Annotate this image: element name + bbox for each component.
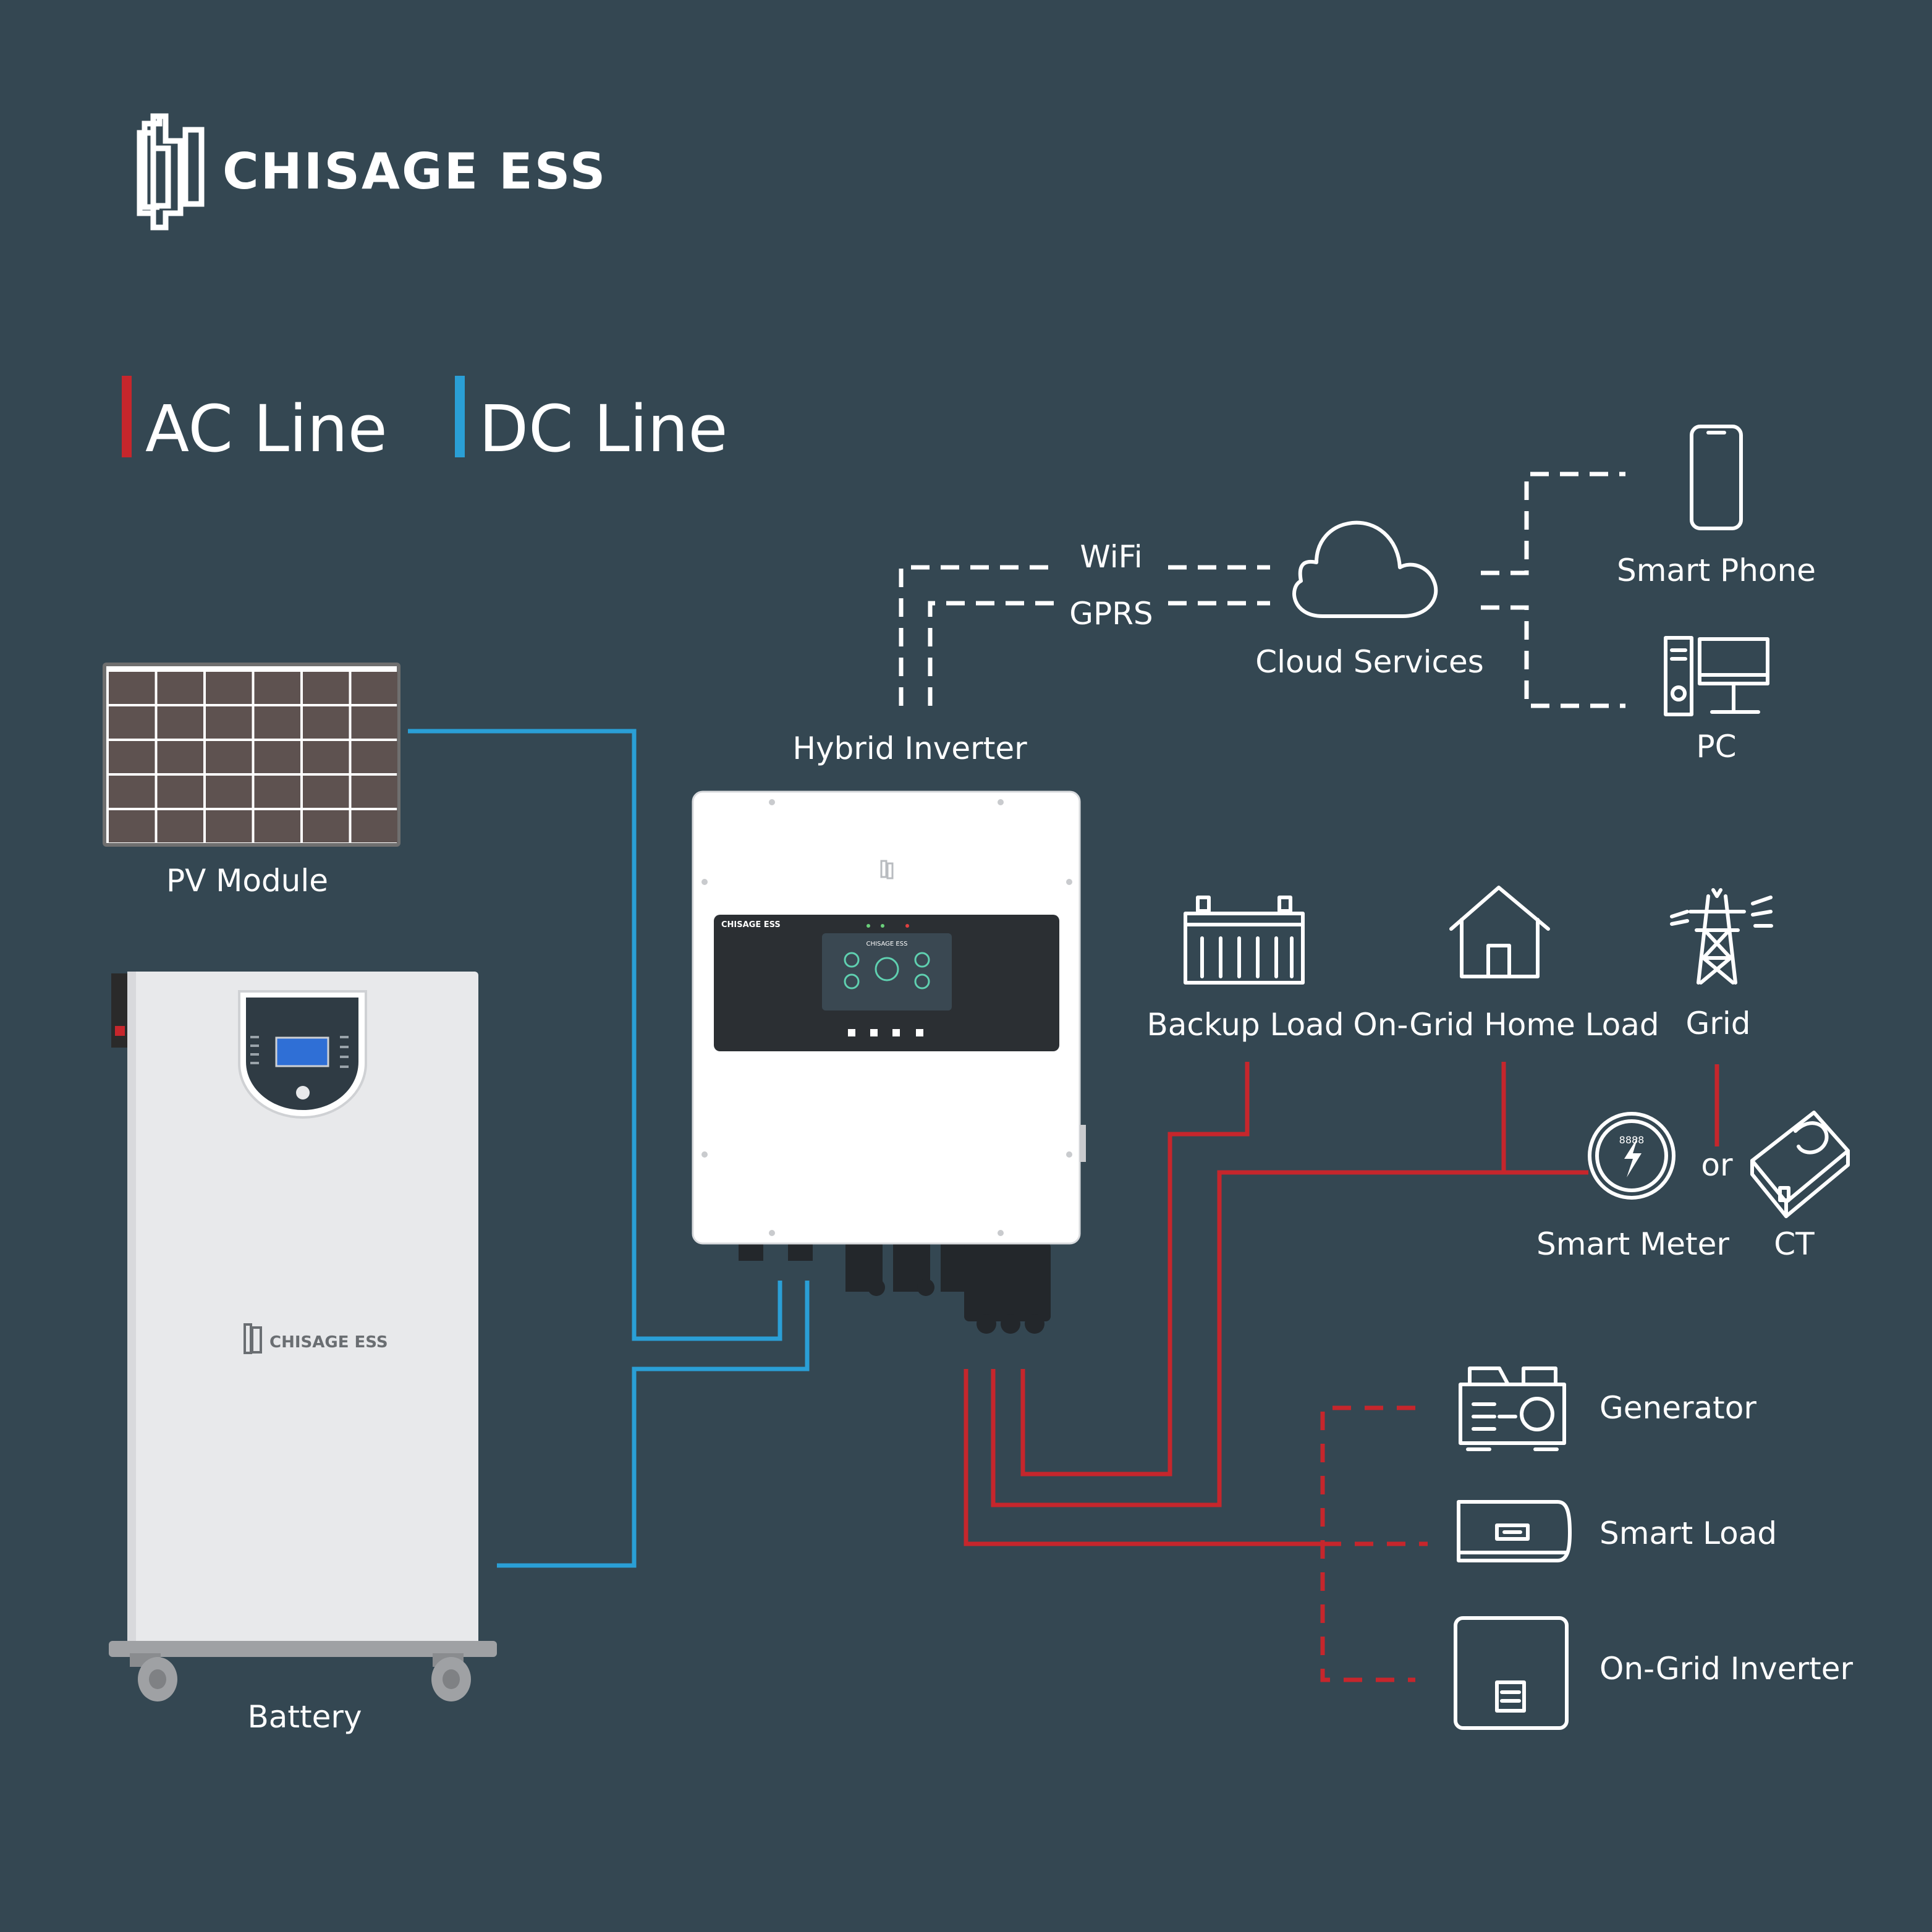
backup-load-label: Backup Load bbox=[1146, 1007, 1344, 1043]
home-icon bbox=[1449, 886, 1550, 978]
pv-cell bbox=[109, 672, 155, 704]
pv-cell bbox=[109, 776, 155, 808]
generator-label: Generator bbox=[1599, 1390, 1756, 1426]
pv-cell bbox=[157, 741, 203, 773]
pv-module-label: PV Module bbox=[166, 863, 328, 899]
legend: AC Line DC Line bbox=[122, 376, 728, 467]
smart-meter-digits: 8888 bbox=[1619, 1134, 1645, 1146]
pv-cell bbox=[157, 776, 203, 808]
inverter-brand: CHISAGE ESS bbox=[721, 920, 781, 930]
pv-cell bbox=[157, 672, 203, 704]
pv-cell bbox=[109, 741, 155, 773]
ct-label: CT bbox=[1774, 1226, 1815, 1262]
grid-label: Grid bbox=[1686, 1006, 1751, 1041]
on-grid-home-load-label: On-Grid Home Load bbox=[1353, 1007, 1659, 1043]
inverter-screen-title: CHISAGE ESS bbox=[866, 941, 908, 947]
pv-cell bbox=[109, 810, 155, 842]
legend-ac-label: AC Line bbox=[145, 391, 388, 467]
battery-power-button bbox=[296, 1086, 310, 1099]
pc-label: PC bbox=[1696, 729, 1736, 765]
smart-meter-icon: 8888 bbox=[1588, 1112, 1676, 1200]
dc-lines bbox=[408, 729, 810, 1568]
hybrid-inverter-device: CHISAGE ESS CHISAGE ESS bbox=[692, 790, 1086, 1334]
ct-icon bbox=[1750, 1111, 1850, 1218]
dc-battery-to-inverter bbox=[497, 1281, 810, 1568]
pv-cell bbox=[157, 810, 203, 842]
wifi-label: WiFi bbox=[1080, 539, 1142, 575]
pv-cell bbox=[351, 776, 397, 808]
battery-device: CHISAGE ESS bbox=[109, 972, 497, 1701]
battery-wheel-left bbox=[130, 1653, 177, 1701]
on-grid-inverter-icon bbox=[1454, 1616, 1569, 1730]
cloud-services-label: Cloud Services bbox=[1255, 644, 1484, 680]
legend-dc-label: DC Line bbox=[479, 391, 728, 467]
smart-load-label: Smart Load bbox=[1599, 1515, 1777, 1551]
legend-dc-swatch bbox=[455, 376, 465, 457]
pv-cell bbox=[206, 776, 252, 808]
pv-cell bbox=[351, 741, 397, 773]
pv-cell bbox=[109, 706, 155, 739]
pv-cell bbox=[254, 741, 300, 773]
battery-brand-logo: CHISAGE ESS bbox=[244, 1323, 388, 1354]
pv-cell bbox=[254, 776, 300, 808]
ac-gen-line bbox=[964, 1369, 1323, 1546]
hybrid-inverter-label: Hybrid Inverter bbox=[792, 731, 1027, 766]
pc-icon bbox=[1664, 636, 1769, 716]
pv-cell bbox=[303, 672, 349, 704]
cloud-to-phone-link bbox=[1481, 472, 1625, 575]
smart-load-icon bbox=[1457, 1500, 1572, 1562]
gprs-label: GPRS bbox=[1069, 596, 1153, 632]
communication-links bbox=[899, 472, 1625, 708]
legend-ac-swatch bbox=[122, 376, 132, 457]
pv-module-icon bbox=[103, 663, 400, 847]
smart-phone-icon bbox=[1690, 425, 1743, 530]
grid-tower-icon bbox=[1670, 888, 1773, 985]
pv-cell bbox=[303, 741, 349, 773]
gprs-link bbox=[928, 601, 1054, 706]
cloud-to-pc-link bbox=[1481, 605, 1625, 708]
pv-cell bbox=[254, 672, 300, 704]
pv-cell bbox=[206, 706, 252, 739]
pv-cell bbox=[206, 810, 252, 842]
battery-brand: CHISAGE ESS bbox=[269, 1333, 388, 1352]
brand-logo: CHISAGE ESS bbox=[137, 113, 607, 231]
pv-cell bbox=[157, 706, 203, 739]
battery-wheel-right bbox=[431, 1653, 471, 1701]
pv-cell bbox=[254, 810, 300, 842]
generator-icon bbox=[1459, 1366, 1566, 1451]
pv-cell bbox=[351, 706, 397, 739]
backup-load-icon bbox=[1184, 896, 1305, 985]
dc-pv-to-inverter bbox=[408, 729, 782, 1341]
battery-label: Battery bbox=[247, 1699, 362, 1735]
ac-lines bbox=[964, 1062, 1719, 1682]
pv-cell bbox=[303, 706, 349, 739]
ac-grid-meter-line bbox=[991, 1170, 1588, 1507]
inverter-logo-mark bbox=[880, 860, 894, 879]
pv-cell bbox=[206, 672, 252, 704]
smart-meter-label: Smart Meter bbox=[1536, 1226, 1729, 1262]
wifi-link bbox=[899, 565, 1054, 706]
cloud-icon bbox=[1292, 520, 1438, 618]
pv-cell bbox=[351, 810, 397, 842]
ac-backup-load-line bbox=[1020, 1062, 1250, 1477]
smart-phone-label: Smart Phone bbox=[1617, 553, 1816, 588]
pv-cell bbox=[254, 706, 300, 739]
brand-logo-icon bbox=[137, 113, 205, 231]
pv-cell bbox=[351, 672, 397, 704]
pv-cell bbox=[303, 776, 349, 808]
on-grid-inverter-label: On-Grid Inverter bbox=[1599, 1651, 1853, 1687]
pv-cell bbox=[206, 741, 252, 773]
pv-cell bbox=[303, 810, 349, 842]
or-label: or bbox=[1701, 1147, 1733, 1183]
battery-display bbox=[275, 1036, 329, 1067]
brand-name: CHISAGE ESS bbox=[222, 143, 607, 200]
